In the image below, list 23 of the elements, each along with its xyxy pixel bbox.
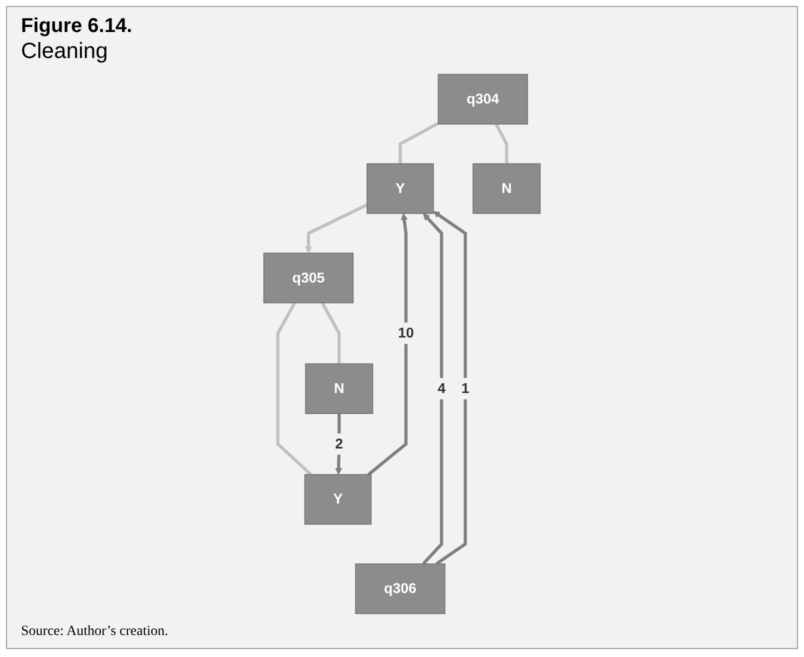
arrow bbox=[305, 203, 368, 254]
arrow bbox=[422, 213, 444, 565]
connector bbox=[276, 302, 312, 476]
flowchart-drawing: 10 4 1 2 q304 Y N q305 N Y q306 bbox=[21, 68, 783, 620]
edge-label: 4 bbox=[438, 380, 446, 396]
edge-label: 1 bbox=[461, 380, 470, 396]
node-box bbox=[305, 363, 374, 414]
connector bbox=[398, 122, 439, 164]
node-box bbox=[472, 163, 541, 214]
connector bbox=[494, 123, 508, 164]
edge-label: 2 bbox=[335, 436, 344, 452]
arrow bbox=[433, 211, 467, 566]
edge-label: 10 bbox=[398, 325, 414, 341]
figure-title: Figure 6.14. bbox=[21, 15, 134, 38]
node-box bbox=[366, 163, 434, 214]
figure-subtitle: Cleaning bbox=[21, 38, 109, 64]
arrow bbox=[368, 213, 408, 476]
node-box bbox=[304, 474, 372, 525]
node-box bbox=[438, 74, 528, 125]
node-box bbox=[263, 252, 354, 304]
connector bbox=[320, 302, 341, 364]
node-box bbox=[355, 563, 446, 614]
source-caption: Source: Author’s creation. bbox=[21, 624, 170, 640]
